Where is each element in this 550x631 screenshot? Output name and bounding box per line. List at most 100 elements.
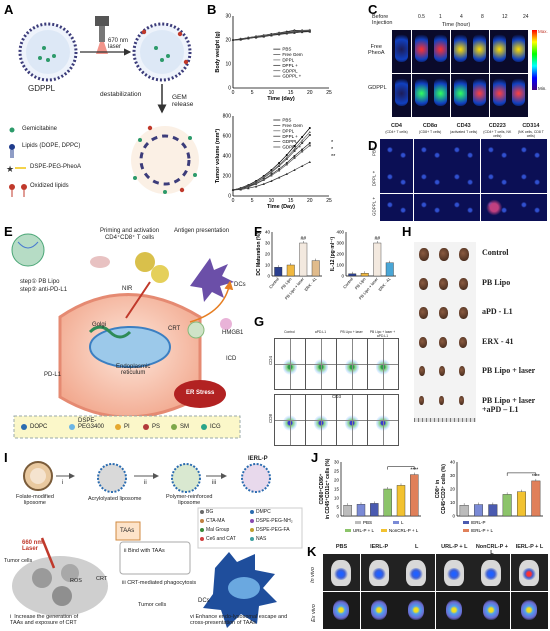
tumor-specimen [419, 277, 428, 290]
fluorescence-signal [522, 568, 536, 580]
bar [373, 242, 382, 277]
data-point [239, 188, 242, 191]
fluorescence-signal [371, 568, 386, 580]
k-imaging-cell [435, 554, 473, 591]
mouse-signal [395, 34, 408, 62]
data-point [231, 188, 235, 191]
bar [488, 504, 498, 517]
data-point [285, 163, 288, 166]
k-imaging-cell [360, 592, 398, 629]
d-column-subheader: (CD8+ T cells) [418, 130, 442, 134]
y-axis-label: IL-12 (pg·ml⁻¹) [330, 237, 336, 272]
y-tick-label: 20 [450, 487, 456, 492]
tumor-specimen [459, 248, 469, 261]
d-column-subheader: (NK cells, CD8 T cells) [517, 130, 544, 138]
mouse-signal [453, 78, 467, 106]
k-column-header: NonCRL-P + L [475, 544, 508, 556]
significance-bracket [387, 466, 415, 470]
imaging-cell [509, 74, 528, 117]
data-point [308, 127, 311, 129]
bar [474, 504, 484, 517]
panel-a-diagram: ★ [6, 16, 199, 197]
x-tick-label: 15 [288, 198, 294, 204]
tumor-specimen [419, 366, 425, 376]
golgi-label: Golgi [92, 322, 107, 328]
k-column-header: URL-P + L [441, 544, 468, 550]
legend-label: Free Gem [282, 123, 303, 128]
i-legend-label: Mal Group [206, 527, 230, 533]
tumor-specimen [439, 307, 448, 319]
y-axis-label: CD45⁺CD3⁺ cells (%) [441, 464, 447, 514]
d-column-subheader: (CD4+ T cells) [385, 130, 408, 134]
tumor-specimen [439, 277, 448, 290]
legend-oxidized: Oxidized lipids [30, 183, 69, 189]
bar [459, 505, 469, 517]
data-point [262, 179, 265, 181]
legend-swatch [463, 529, 469, 532]
g-xlabel-cd3: CD3 [332, 394, 342, 399]
colorbar-max: Max. [538, 29, 548, 34]
flow-plot-cell [305, 394, 337, 446]
imaging-cell [411, 30, 431, 73]
hour-tick-label: 1 [439, 14, 442, 20]
bar [385, 262, 394, 277]
imaging-cell [392, 30, 411, 73]
d-column-header: CD43 [456, 123, 471, 129]
bar [348, 273, 357, 277]
laser-label: 670 nm laser [108, 38, 129, 50]
legend-gemcitabine: Gemicitabine [22, 126, 58, 132]
legend-swatch [345, 529, 351, 532]
micrograph-cell [447, 166, 481, 194]
i-legend-label: DSPE-PEG-NH₂ [256, 518, 293, 524]
significance-mark: * [331, 147, 334, 153]
enhance-label: vi Enhance endo-lysosomal escape and cro… [190, 614, 288, 626]
d-row-label: PBS [371, 147, 377, 157]
g-column-header: Control [284, 330, 295, 334]
tumor-specimen [459, 307, 468, 319]
er-stress-blob [174, 380, 226, 408]
t-cell-icon [135, 252, 155, 272]
tumor-cells-label: Tumor cells [4, 558, 33, 564]
legend-gemcitabine-icon [9, 127, 15, 133]
x-tick-label: 0 [232, 198, 235, 204]
micrograph-cell [380, 166, 413, 194]
data-point [293, 168, 296, 171]
data-point [277, 163, 281, 166]
mouse-signal [473, 78, 486, 106]
data-point [270, 179, 273, 182]
y-tick-label: 30 [265, 241, 271, 246]
gate-line [337, 420, 367, 421]
imaging-cell [411, 74, 431, 117]
g-column-header: PB Lipo + laser + aPD-L1 [369, 330, 396, 338]
bar [516, 491, 526, 517]
data-point [247, 37, 250, 40]
data-point [301, 148, 304, 151]
data-point [239, 38, 242, 41]
y-tick-label: 400 [223, 154, 232, 160]
d-column-headers: CD4(CD4+ T cells)CD8α(CD8+ T cells)CD43(… [380, 123, 548, 139]
polymer-liposome [171, 463, 201, 493]
bar [383, 488, 392, 517]
data-point [293, 145, 296, 147]
crt-phagocytosis-label: iii CRT-mediated phagocytosis [122, 580, 197, 586]
data-point [270, 34, 273, 37]
panel-label-i: I [4, 450, 8, 465]
k-imaging-cell [473, 554, 511, 591]
gate-line [275, 420, 305, 421]
y-tick-label: 100 [336, 263, 344, 268]
dc-cell-icon [190, 258, 234, 302]
fluorescence-signal [484, 568, 499, 580]
colorbar-min: Min. [538, 86, 547, 91]
data-point [301, 136, 304, 138]
k-row-exvivo: Ex vivo [310, 604, 317, 622]
legend-label: DPPL + [282, 63, 298, 68]
data-point [255, 183, 258, 185]
tumor-group-label: ERX - 41 [482, 336, 514, 346]
panel-label-k: K [307, 544, 317, 559]
antigen-presentation-label: Antigen presentation [174, 228, 230, 234]
i-legend-label: DSPE-PEG-FA [256, 527, 290, 533]
micrograph-cell [514, 139, 548, 166]
